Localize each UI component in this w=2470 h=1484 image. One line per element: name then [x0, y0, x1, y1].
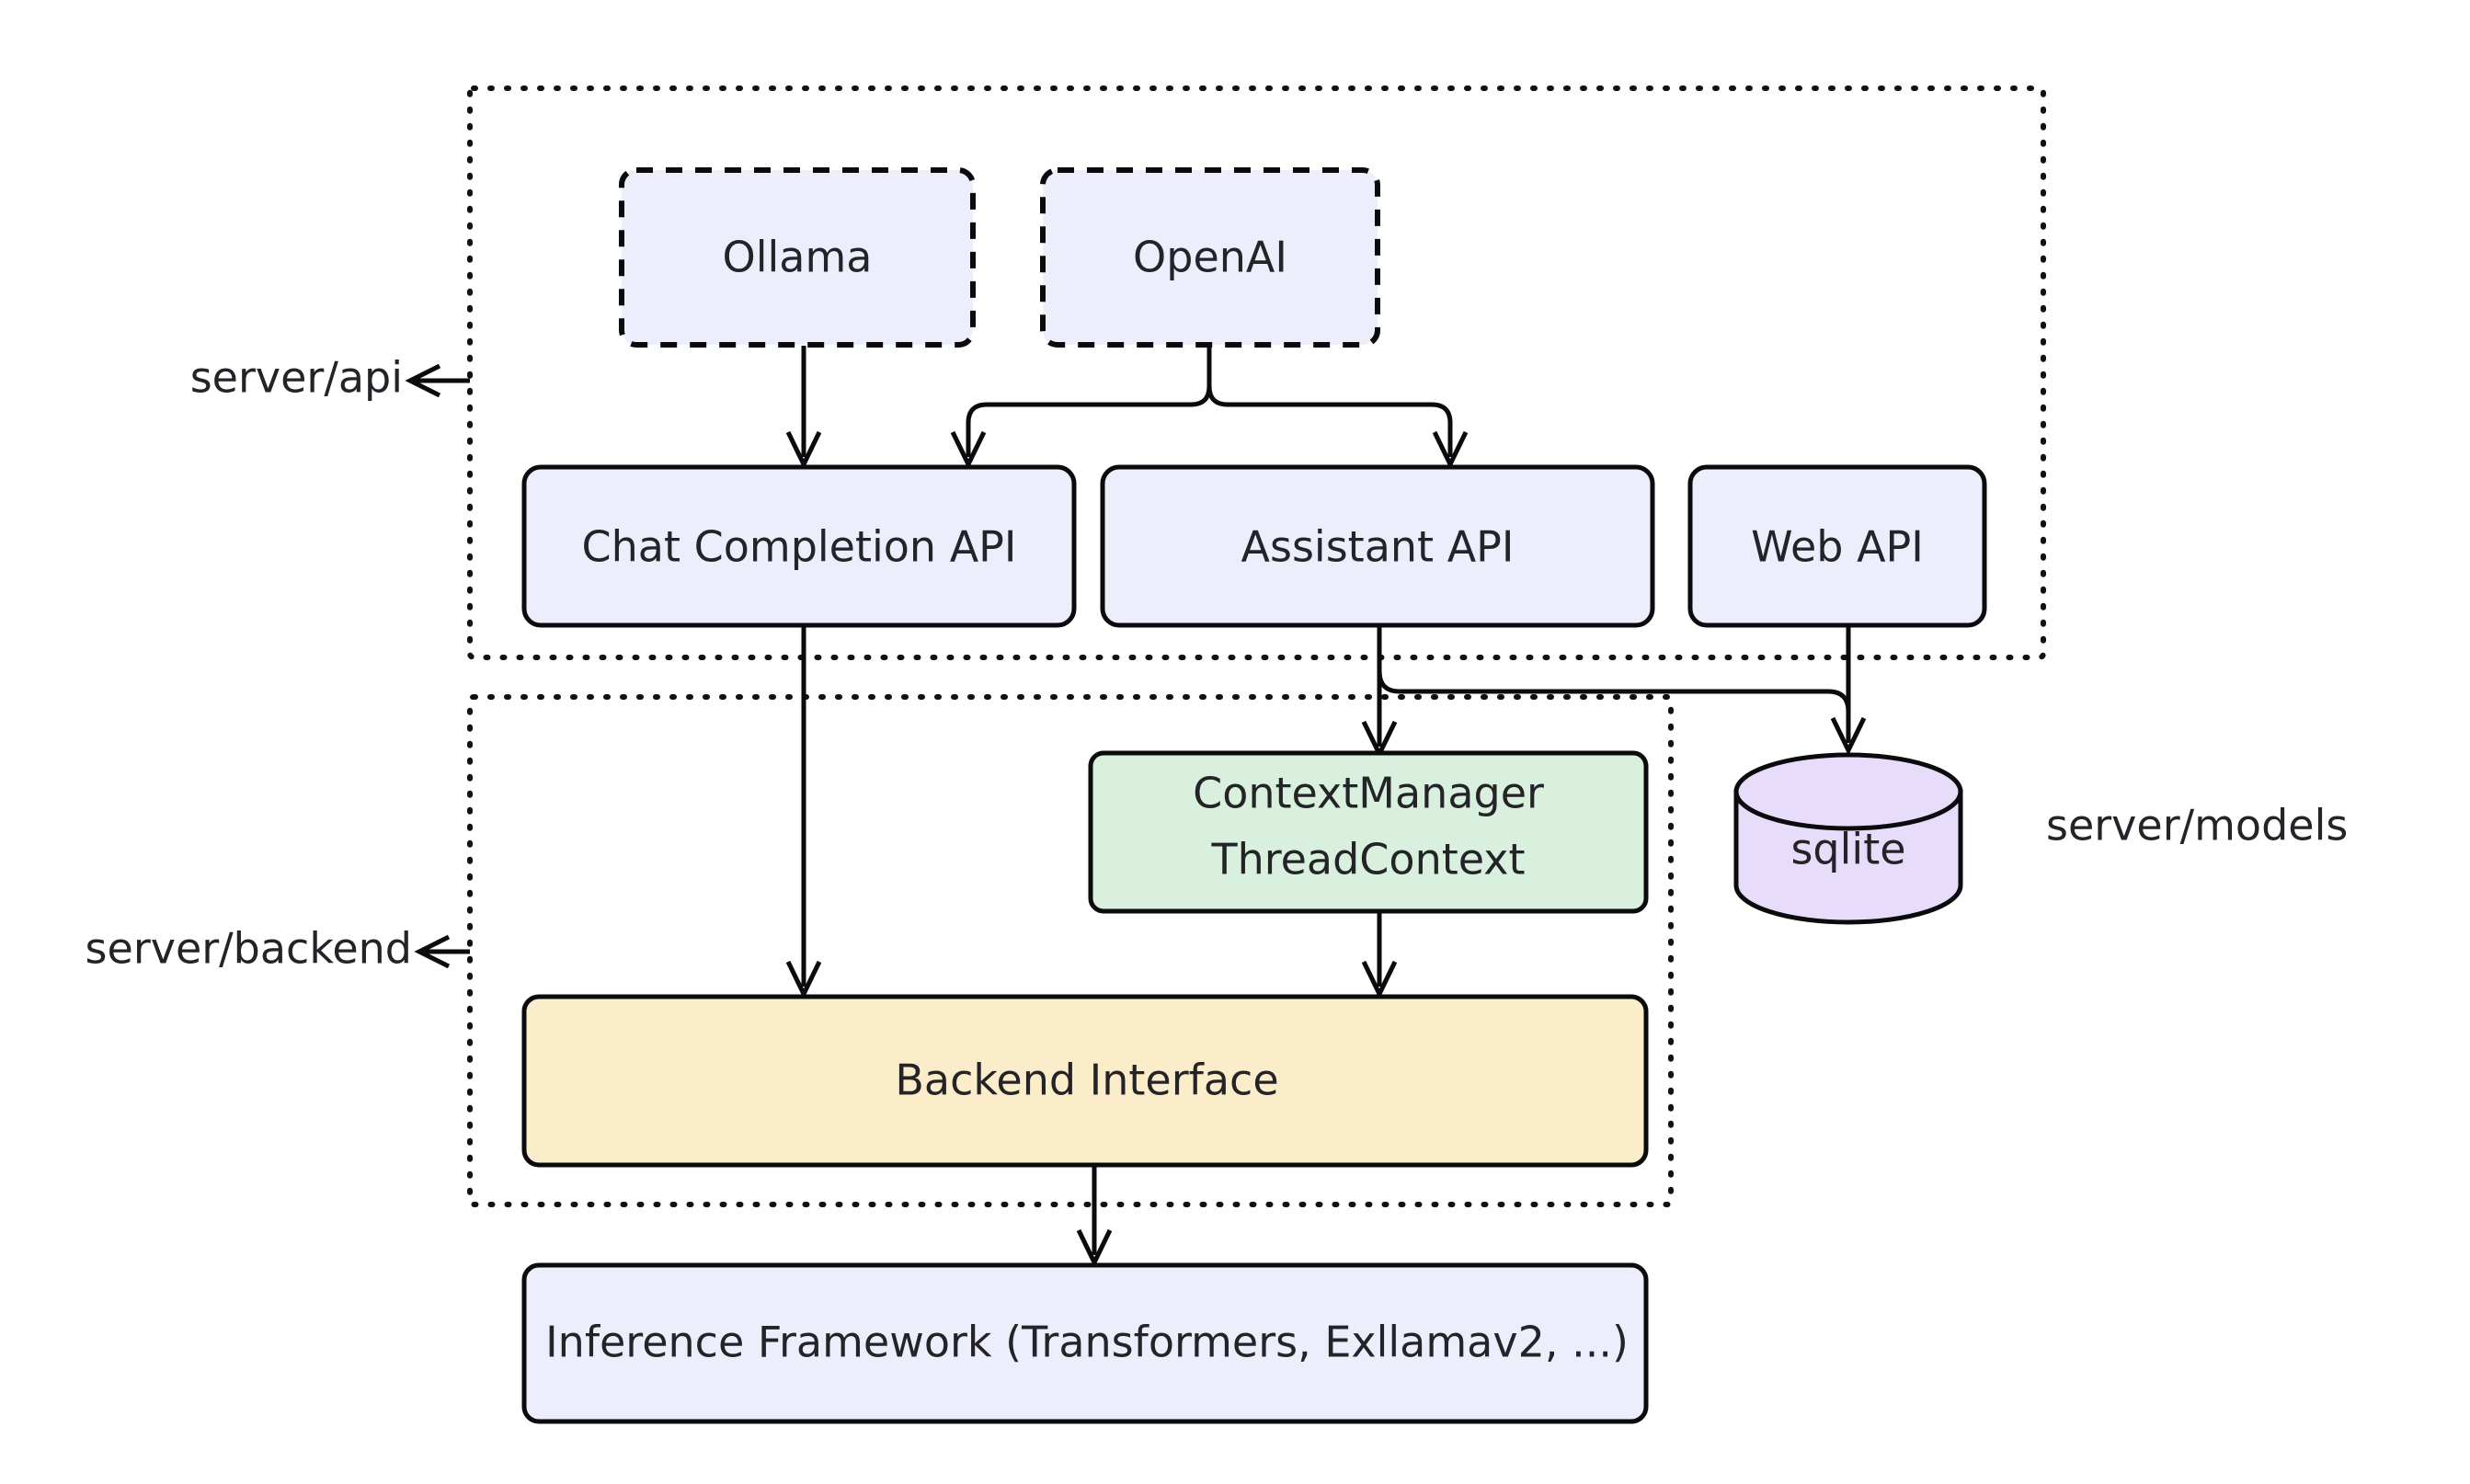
- node-inference-framework-shape[interactable]: [521, 1262, 1649, 1424]
- group-label-server-backend: server/backend: [86, 924, 412, 974]
- node-assistant-api-label: Assistant API: [1241, 522, 1515, 572]
- node-web-api[interactable]: Web API: [1687, 464, 1987, 628]
- node-chat-completion-api[interactable]: Chat Completion API: [521, 464, 1077, 628]
- group-pointer-server-api-arrowhead: [405, 363, 441, 398]
- node-assistant-api[interactable]: Assistant API: [1100, 464, 1655, 628]
- node-backend-interface[interactable]: Backend Interface: [521, 994, 1649, 1168]
- node-context-manager[interactable]: ContextManager ThreadContext: [1088, 750, 1649, 914]
- node-context-manager-label-line2: ThreadContext: [1210, 835, 1525, 885]
- edge-assistant-api-to-sqlite: [1377, 625, 1867, 756]
- edge-context-manager-to-backend-interface: [1361, 911, 1398, 999]
- node-sqlite-top[interactable]: [1733, 752, 1963, 831]
- node-sqlite-label: sqlite: [1790, 825, 1905, 874]
- edge-ollama-to-chat-completion-api: [785, 346, 822, 470]
- node-chat-completion-api-shape[interactable]: [521, 464, 1077, 628]
- node-context-manager-shape[interactable]: [1088, 750, 1649, 914]
- node-inference-framework[interactable]: Inference Framework (Transformers, Exlla…: [521, 1262, 1649, 1424]
- edge-openai-to-chat-completion-api: [950, 346, 1212, 470]
- node-assistant-api-shape[interactable]: [1100, 464, 1655, 628]
- group-label-server-api: server/api: [190, 353, 403, 403]
- node-web-api-label: Web API: [1751, 522, 1924, 572]
- node-web-api-shape[interactable]: [1687, 464, 1987, 628]
- edge-backend-interface-to-inference-framework: [1076, 1165, 1113, 1268]
- node-context-manager-label-line1: ContextManager: [1193, 769, 1544, 818]
- node-ollama-shape[interactable]: [619, 167, 976, 348]
- edge-openai-to-assistant-api: [1206, 385, 1469, 470]
- node-sqlite[interactable]: sqlite: [1733, 752, 1963, 925]
- node-backend-interface-label: Backend Interface: [895, 1056, 1278, 1105]
- node-openai-shape[interactable]: [1040, 167, 1380, 348]
- edge-chat-completion-api-to-backend-interface: [785, 625, 822, 999]
- node-openai[interactable]: OpenAI: [1040, 167, 1380, 348]
- group-frame-server-backend: [467, 694, 1674, 1207]
- group-label-server-models: server/models: [2046, 801, 2348, 850]
- node-openai-label: OpenAI: [1133, 233, 1287, 282]
- node-inference-framework-label: Inference Framework (Transformers, Exlla…: [545, 1318, 1629, 1367]
- node-backend-interface-shape[interactable]: [521, 994, 1649, 1168]
- node-chat-completion-api-label: Chat Completion API: [582, 522, 1017, 572]
- group-pointer-server-backend-arrowhead: [414, 934, 451, 969]
- node-ollama-label: Ollama: [723, 233, 873, 282]
- group-frame-server-api: [467, 86, 2046, 660]
- node-ollama[interactable]: Ollama: [619, 167, 976, 348]
